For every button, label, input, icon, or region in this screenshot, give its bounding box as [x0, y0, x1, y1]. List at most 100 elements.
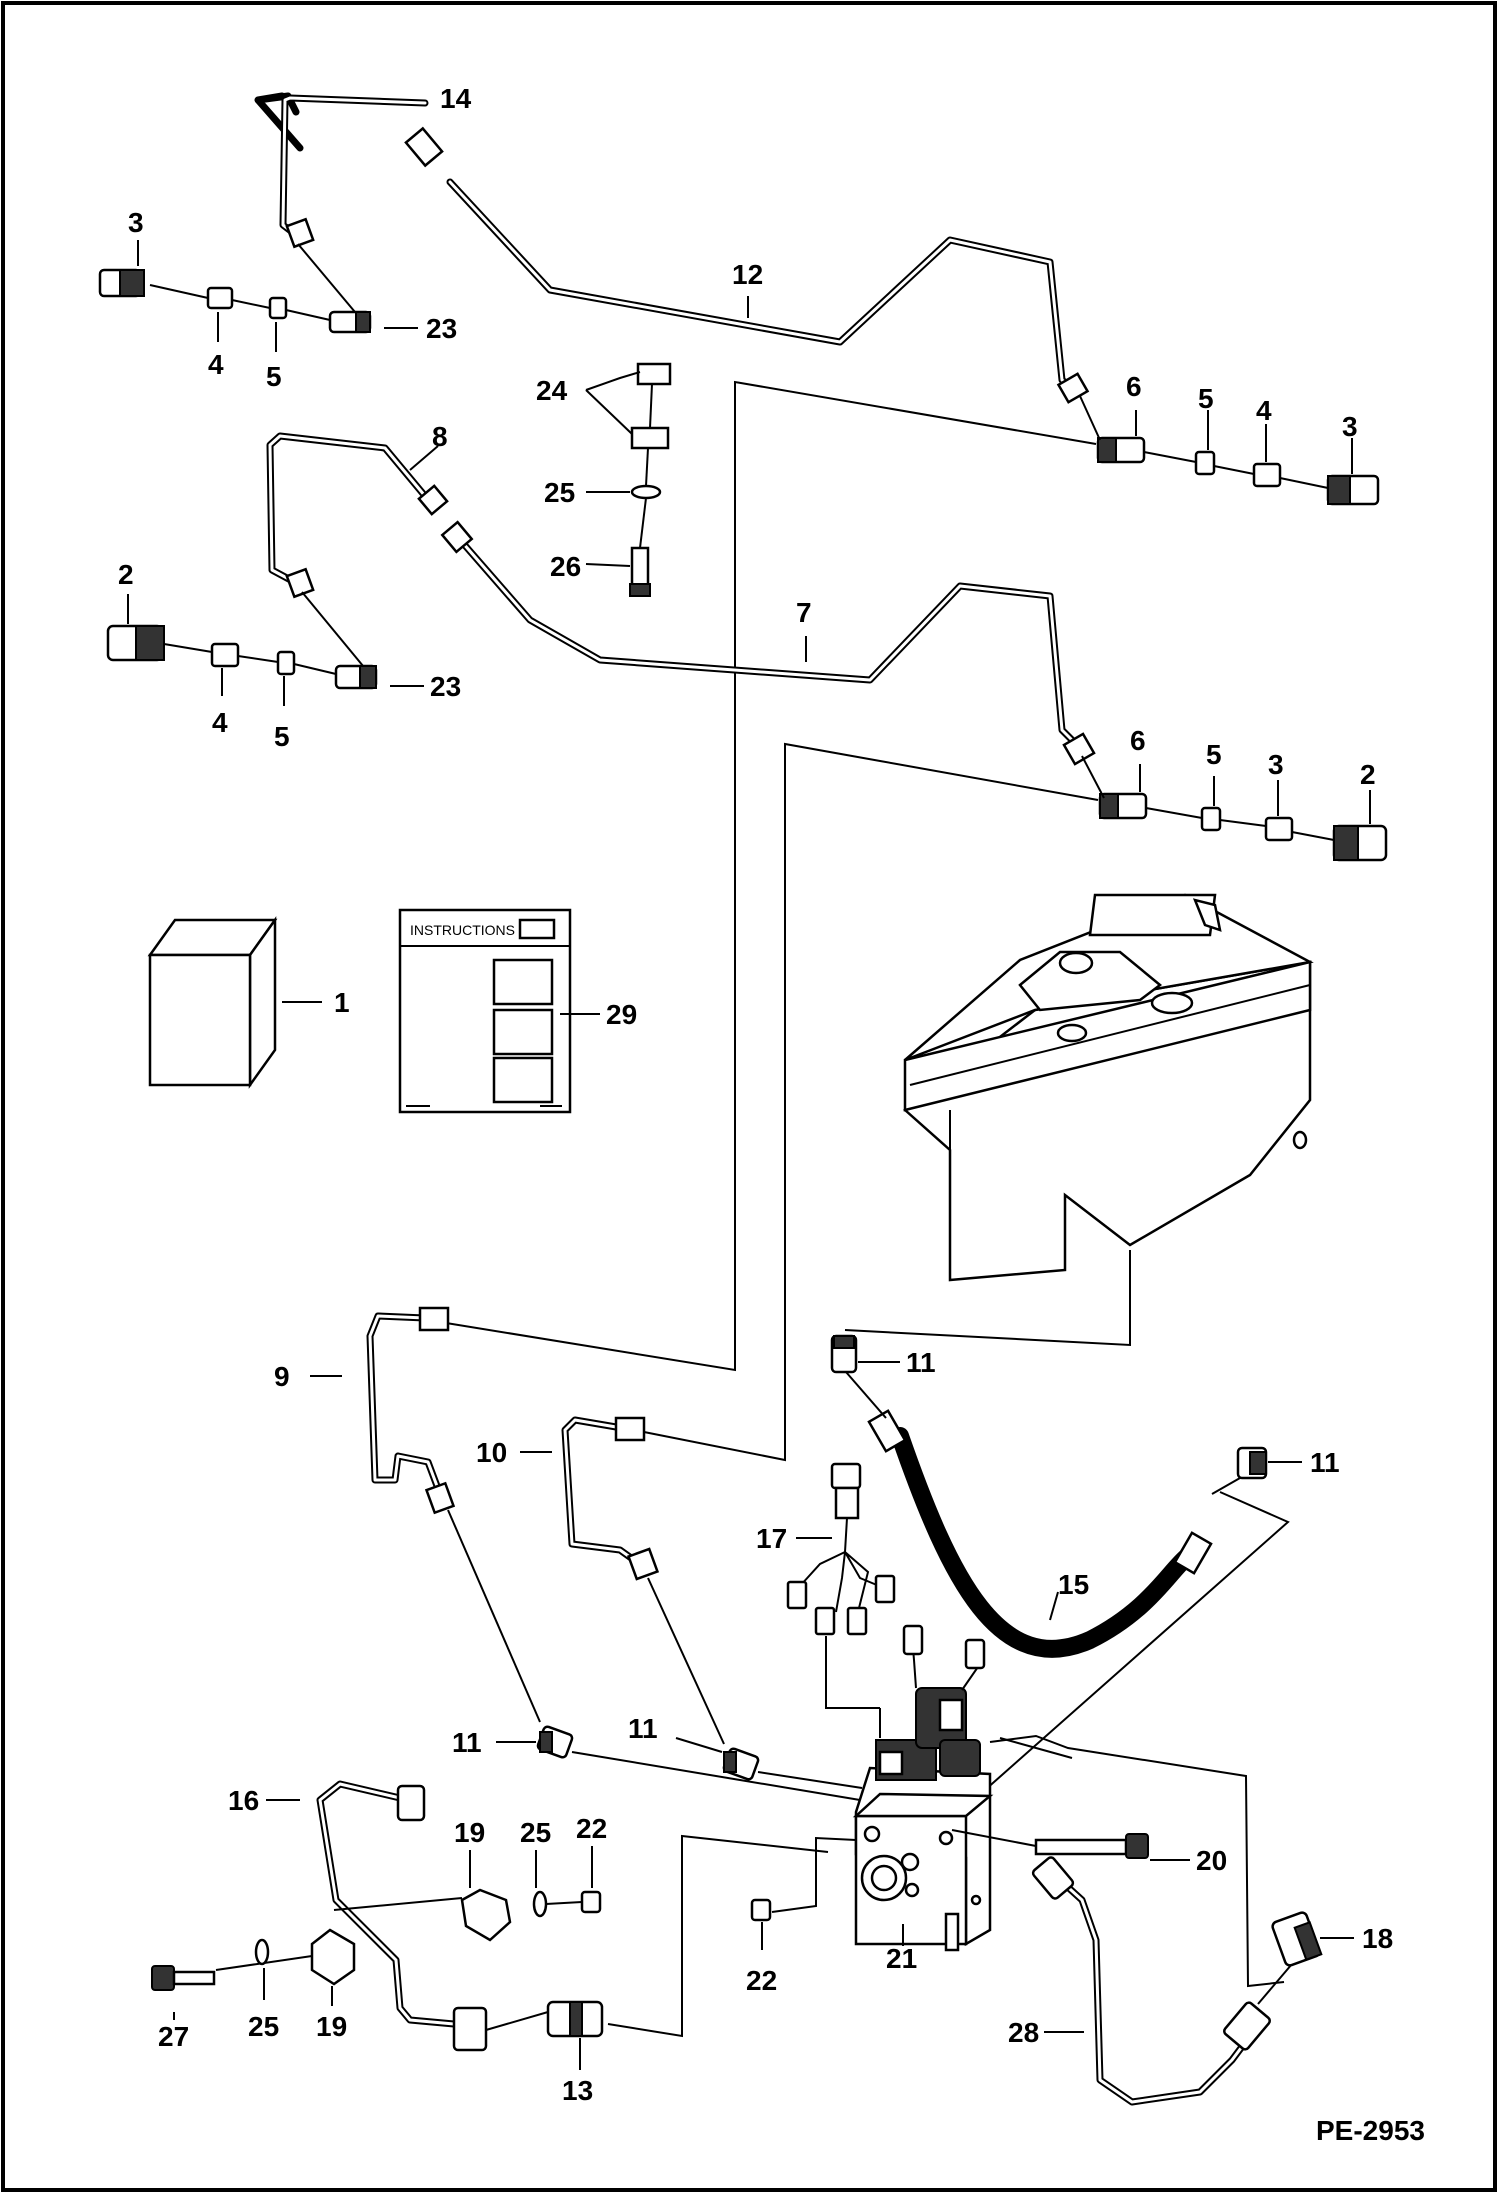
clamp-24-bottom — [630, 426, 670, 450]
line-route-7-10 — [643, 742, 1099, 1462]
callout-2a: 2 — [118, 559, 134, 590]
callout-28: 28 — [1008, 2017, 1039, 2048]
callout-11a: 11 — [906, 1347, 936, 1378]
callout-9: 9 — [274, 1361, 290, 1392]
nut-5d — [1200, 806, 1222, 832]
callout-26: 26 — [550, 551, 581, 582]
tank-fill — [1056, 1023, 1088, 1043]
callout-1: 1 — [334, 987, 350, 1018]
leader-8 — [409, 445, 439, 471]
callout-4c: 4 — [212, 707, 228, 738]
fitting-11a — [830, 1334, 900, 1419]
line-valve-13 — [607, 1834, 829, 2038]
callout-3b: 3 — [1342, 411, 1358, 442]
nut-5b — [1194, 450, 1216, 476]
leader-24 — [585, 371, 641, 391]
leader-24b — [585, 389, 633, 435]
tube-9 — [366, 1306, 456, 1515]
bolt-20 — [951, 1829, 1149, 1859]
tank-cap — [1058, 951, 1094, 975]
callout-19b: 19 — [316, 2011, 347, 2042]
callout-27: 27 — [158, 2021, 189, 2052]
callout-5b: 5 — [1198, 383, 1214, 414]
callout-5d: 5 — [1206, 739, 1222, 770]
fitting-row-mid-left — [106, 624, 378, 690]
callout-25b: 25 — [520, 1817, 551, 1848]
callout-4b: 4 — [1256, 395, 1272, 426]
callout-16: 16 — [228, 1785, 259, 1816]
tube-7 — [440, 520, 1096, 766]
callout-23b: 23 — [430, 671, 461, 702]
fitting-row-top-left — [98, 268, 372, 334]
callout-11c: 11 — [452, 1727, 482, 1758]
callout-10: 10 — [476, 1437, 507, 1468]
nut-22b — [750, 1836, 857, 1922]
kit-box-1 — [147, 916, 278, 1089]
adapter-4a — [206, 286, 234, 310]
hydraulic-tank — [903, 893, 1314, 1282]
washer-25c — [254, 1938, 270, 1966]
callout-19a: 19 — [454, 1817, 485, 1848]
nut-5c — [276, 650, 296, 676]
tube-10 — [561, 1416, 660, 1581]
bolt-27 — [151, 1965, 216, 1991]
line-valve-28 — [999, 1737, 1073, 1759]
washer-25b — [532, 1890, 548, 1918]
fitting-row-mid-right — [1098, 792, 1388, 862]
callout-11b: 11 — [1310, 1447, 1340, 1478]
callout-6a: 6 — [1126, 371, 1142, 402]
callout-21: 21 — [886, 1943, 917, 1974]
tank-to-fitting — [844, 1250, 1131, 1347]
callout-6b: 6 — [1130, 725, 1146, 756]
leader-14-23 — [297, 243, 361, 319]
washer-25a — [630, 484, 662, 500]
tube-9-to-11 — [447, 1509, 541, 1723]
solenoid-assembly — [875, 1624, 986, 1781]
leader-8-23 — [301, 591, 369, 673]
adapter-4c — [210, 642, 240, 668]
callout-5c: 5 — [274, 721, 290, 752]
callout-24: 24 — [536, 375, 568, 406]
callout-8: 8 — [432, 421, 448, 452]
clamp-19b — [215, 1928, 356, 1986]
callout-5a: 5 — [266, 361, 282, 392]
callout-22b: 22 — [746, 1965, 777, 1996]
adapter-3c — [1264, 816, 1294, 842]
leader-26 — [585, 563, 631, 567]
line-valve-18 — [989, 1734, 1285, 1988]
tube-28 — [1031, 1856, 1271, 2106]
manual-title: INSTRUCTIONS — [410, 922, 515, 938]
callout-15: 15 — [1058, 1569, 1089, 1600]
hose-15 — [867, 1409, 1213, 1658]
leader-15 — [1049, 1591, 1059, 1621]
callout-4a: 4 — [208, 349, 224, 380]
callout-22a: 22 — [576, 1813, 607, 1844]
fitting-11d — [675, 1737, 760, 1781]
callout-14: 14 — [440, 83, 472, 114]
nut-22a — [580, 1890, 602, 1914]
line-route-12-9 — [439, 380, 1097, 1372]
callout-3c: 3 — [1268, 749, 1284, 780]
fitting-13 — [485, 2000, 604, 2038]
callout-2b: 2 — [1360, 759, 1376, 790]
nut-5a — [268, 296, 288, 320]
tube-10-to-11 — [647, 1577, 725, 1745]
adapter-4b — [1252, 462, 1282, 488]
line-11c-valve — [571, 1751, 861, 1801]
callout-23a: 23 — [426, 313, 457, 344]
valve-block-21 — [852, 1766, 994, 1952]
callout-11d: 11 — [628, 1713, 658, 1744]
instructions-manual-29: INSTRUCTIONS — [398, 908, 572, 1114]
callout-29: 29 — [606, 999, 637, 1030]
clamp-24-top — [636, 362, 672, 386]
callout-12: 12 — [732, 259, 763, 290]
leader-7-6 — [1081, 755, 1105, 799]
tube-14 — [254, 92, 444, 249]
leader-12-6 — [1079, 395, 1101, 441]
callout-7: 7 — [796, 597, 812, 628]
wire-harness-17 — [786, 1462, 896, 1709]
callout-3a: 3 — [128, 207, 144, 238]
callout-25a: 25 — [544, 477, 575, 508]
